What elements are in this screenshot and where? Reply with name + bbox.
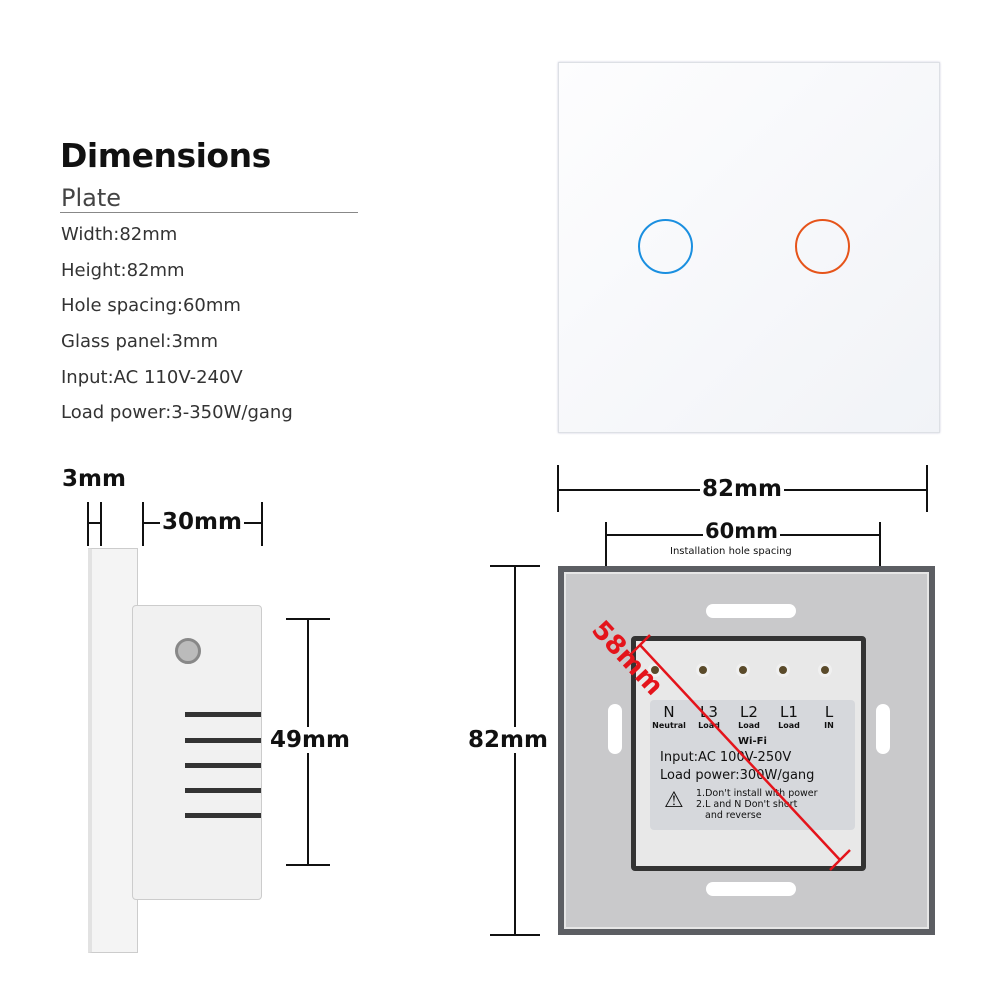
dim-tick [100, 502, 102, 546]
dim-hole-label: 60mm [703, 519, 780, 543]
warning-1: 1.Don't install with power [696, 788, 818, 799]
wifi-mark: Wi-Fi [738, 736, 767, 747]
front-glass-panel [558, 62, 940, 433]
dim-height-label: 82mm [466, 727, 550, 753]
vent [185, 763, 261, 768]
diagonal-tick [629, 634, 651, 656]
spec-width: Width:82mm [61, 224, 178, 245]
mount-slot [706, 882, 796, 896]
terminal-screw [818, 663, 832, 677]
spec-height: Height:82mm [61, 260, 185, 281]
section-title: Plate [61, 184, 122, 212]
dim-width-label: 82mm [700, 476, 784, 502]
hole-caption: Installation hole spacing [670, 546, 792, 558]
divider [60, 212, 358, 213]
vent [185, 813, 261, 818]
mount-slot [608, 704, 622, 754]
dim-tick [926, 465, 928, 512]
dim-glass-label: 3mm [60, 466, 128, 492]
spec-hole-spacing: Hole spacing:60mm [61, 295, 241, 316]
screw-icon [175, 638, 201, 664]
warning-3: and reverse [705, 810, 762, 821]
warning-icon: ⚠ [664, 788, 684, 813]
dim-line-glass [87, 522, 101, 524]
terminal-screw [736, 663, 750, 677]
vent [185, 738, 261, 743]
terminal-screw [696, 663, 710, 677]
touch-button-1 [638, 219, 693, 274]
spec-glass: Glass panel:3mm [61, 331, 218, 352]
label-input: Input:AC 100V-250V [660, 750, 792, 765]
vent [185, 712, 261, 717]
spec-load: Load power:3-350W/gang [61, 402, 293, 423]
dim-tick [142, 502, 144, 546]
side-plate [88, 548, 138, 953]
side-module [132, 605, 262, 900]
spec-input: Input:AC 110V-240V [61, 367, 243, 388]
mount-slot [876, 704, 890, 754]
label-load: Load power:300W/gang [660, 768, 815, 783]
vent [185, 788, 261, 793]
dim-tick [286, 864, 330, 866]
heading: Dimensions [60, 136, 271, 175]
dim-tick [557, 465, 559, 512]
dim-tick [87, 502, 89, 546]
dim-tick [490, 934, 540, 936]
dim-tick [261, 502, 263, 546]
dim-module-label: 49mm [268, 727, 352, 753]
terminal-screw [776, 663, 790, 677]
diagonal-line [639, 644, 841, 861]
mount-slot [706, 604, 796, 618]
diagonal-tick [829, 849, 851, 871]
dim-depth-label: 30mm [160, 509, 244, 535]
warning-2: 2.L and N Don't short [696, 799, 798, 810]
touch-button-2 [795, 219, 850, 274]
